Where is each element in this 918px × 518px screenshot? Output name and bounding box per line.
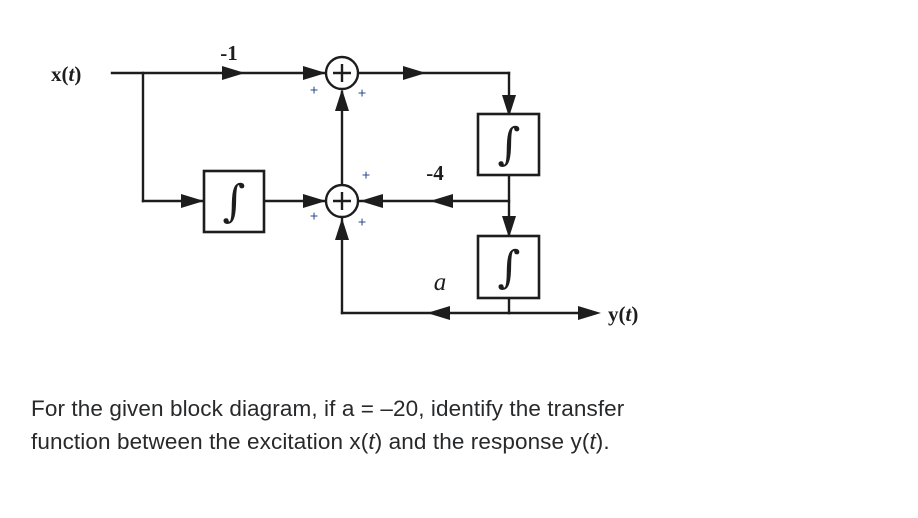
caption-line-2-text-a: function between the excitation x( (31, 429, 369, 454)
caption-line-1: For the given block diagram, if a = –20,… (31, 392, 891, 425)
integrator-upper-right-box (476, 112, 541, 177)
output-signal-label: y(t) (608, 302, 638, 326)
caption-line-1-text: For the given block diagram, if a = –20,… (31, 396, 625, 421)
arrow-into-upper-integrator (502, 95, 516, 117)
gain-label-inner-feedback: -4 (426, 161, 444, 185)
arrow-into-left-integrator (181, 194, 204, 208)
gain-label-outer-feedback: a (434, 269, 447, 296)
summer-top[interactable]: + + (310, 55, 367, 102)
summer-middle-sign-bottom: + (358, 215, 367, 231)
arrow-into-middle-summer-left (303, 194, 326, 208)
arrow-input-gain (222, 66, 245, 80)
summer-middle[interactable]: + + + (310, 168, 371, 231)
caption-line-2-text-c: ). (595, 429, 610, 454)
integrator-upper-right[interactable]: ∫ (476, 112, 541, 177)
integrator-lower-right[interactable]: ∫ (476, 234, 541, 300)
block-diagram: ∫ ∫ ∫ + + + (51, 41, 638, 326)
block-diagram-svg: ∫ ∫ ∫ + + + (51, 41, 638, 326)
caption-var-t-2: t (589, 429, 596, 454)
caption-line-2: function between the excitation x(t) and… (31, 425, 891, 458)
input-signal-label: x(t) (51, 62, 81, 86)
integrator-left-box (202, 169, 266, 234)
caption-line-2-text-b: ) and the response y( (374, 429, 590, 454)
arrow-into-middle-summer-bottom (335, 218, 349, 240)
summer-top-sign-bottom: + (358, 86, 367, 102)
integral-icon: ∫ (223, 176, 246, 227)
integrator-left[interactable]: ∫ (202, 169, 266, 234)
arrow-into-middle-summer-right (360, 194, 383, 208)
integral-icon: ∫ (498, 119, 521, 170)
summer-top-sign-left: + (310, 83, 319, 99)
arrow-into-lower-integrator (502, 216, 516, 238)
question-caption: For the given block diagram, if a = –20,… (31, 392, 891, 458)
arrow-output (578, 306, 601, 320)
integral-icon: ∫ (498, 242, 521, 293)
integrator-lower-right-box (476, 234, 541, 300)
arrow-into-top-summer-bottom (335, 89, 349, 111)
arrow-outer-feedback-gain (427, 306, 450, 320)
caption-var-t-1: t (368, 429, 375, 454)
arrow-inner-feedback-gain (430, 194, 453, 208)
summer-middle-sign-left: + (310, 209, 319, 225)
arrow-top-summer-output (403, 66, 426, 80)
summer-middle-sign-top: + (362, 168, 371, 184)
gain-label-input: -1 (220, 41, 238, 65)
arrow-into-top-summer-left (303, 66, 326, 80)
